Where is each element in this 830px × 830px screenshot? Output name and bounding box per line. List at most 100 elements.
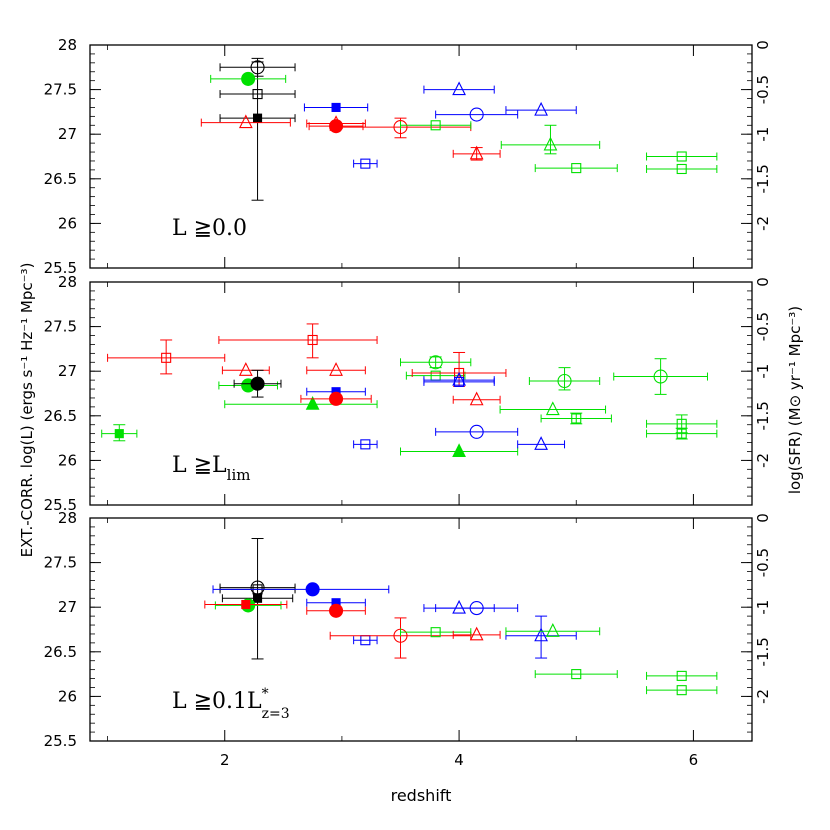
y-tick-label: 25.5 [44,259,77,277]
y-tick-label: 26 [58,214,77,232]
y-tick-label: 27.5 [44,81,77,99]
triangle-marker [469,626,484,641]
y2-tick-label: -2 [754,689,772,704]
data-point [505,615,577,659]
y-tick-label: 26.5 [44,170,77,188]
data-point [528,367,601,391]
data-point [300,391,372,406]
square-marker [571,413,582,424]
panel-label-sub: lim [227,466,251,484]
y-tick-label: 27 [58,598,77,616]
data-point [534,163,618,174]
data-point [646,427,718,440]
data-point [204,599,288,610]
square-marker [253,593,263,603]
x-tick-label: 6 [689,751,699,769]
data-point [353,635,378,646]
panel-label: L ≧0.0 [172,216,247,241]
triangle-marker [238,362,253,376]
data-point [452,391,501,406]
data-point [308,119,364,134]
triangle-marker [545,623,560,637]
panel-frame [89,44,753,269]
triangle-marker [305,395,320,410]
data-point [411,351,507,387]
data-point [218,378,278,393]
square-marker [676,685,687,696]
y-tick-label: 27.5 [44,554,77,572]
data-point [221,593,294,603]
y-tick-label: 27 [58,362,77,380]
triangle-marker [452,81,466,96]
data-point [646,163,718,175]
triangle-marker [534,436,548,450]
data-point [499,401,607,416]
circle-marker [469,424,484,439]
y2-tick-label: -1.5 [754,401,772,430]
square-marker [331,102,341,112]
data-point [303,102,369,112]
y2-tick-label: 0 [754,277,772,287]
square-marker [161,352,172,363]
square-marker [571,669,582,680]
data-point [353,439,378,450]
square-marker [676,428,687,439]
y2-tick-label: -0.5 [754,312,772,341]
circle-marker [469,601,484,616]
data-point [505,623,601,637]
data-point [210,71,287,86]
data-point [224,395,378,410]
data-point [306,603,366,618]
y-tick-label: 27.5 [44,318,77,336]
y2-tick-label: -1 [754,600,772,615]
data-point [517,436,566,450]
triangle-marker [329,115,343,130]
y2-tick-label: 0 [754,40,772,50]
data-point [452,145,501,161]
triangle-marker [534,101,548,116]
square-marker [430,627,441,638]
square-marker [676,163,687,175]
panel-label: L ≧0.1L*z=3 [172,686,290,722]
data-point [306,115,366,130]
y2-tick-label: -0.5 [754,75,772,104]
square-marker [241,599,251,610]
data-point [423,376,495,387]
y2-tick-label: 0 [754,513,772,523]
y-tick-label: 26.5 [44,407,77,425]
square-marker [676,670,687,681]
triangle-marker [469,391,484,406]
data-point [306,598,366,608]
triangle-marker [452,599,466,614]
circle-marker [250,376,265,391]
square-marker [676,151,687,162]
panel-label-main: L ≧L [172,453,227,478]
triangle-marker [452,371,466,386]
triangle-marker [534,627,548,642]
y2-tick-label: -2 [754,216,772,231]
y-tick-label: 28 [58,36,77,54]
circle-marker [428,355,443,370]
y2-tick-label: -1.5 [754,164,772,193]
data-point [200,114,291,129]
y-axis-label: EXT.-CORR. log(L) (ergs s⁻¹ Hz⁻¹ Mpc⁻³) [18,263,36,558]
y2-axis-label: log(SFR) (M⊙ yr⁻¹ Mpc⁻³) [786,306,804,494]
y-tick-label: 28 [58,273,77,291]
triangle-marker [545,401,560,416]
y-tick-label: 25.5 [44,732,77,750]
data-point [505,101,577,116]
square-marker [360,439,371,450]
panel-label-main: L ≧0.0 [172,216,247,241]
data-point [329,617,472,659]
x-tick-label: 2 [220,751,230,769]
data-point [613,358,708,395]
square-marker [360,158,371,169]
data-point [435,424,519,439]
y-tick-label: 25.5 [44,496,77,514]
circle-marker [305,582,320,597]
